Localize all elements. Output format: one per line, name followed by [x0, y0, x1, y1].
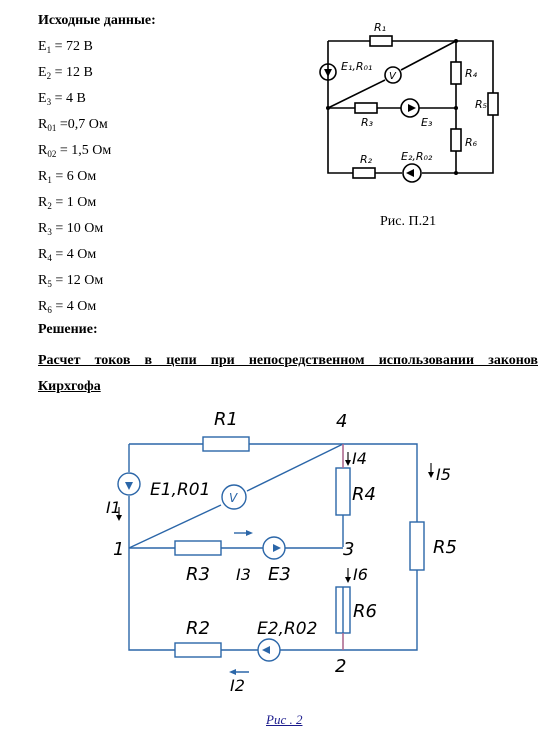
fig2-label-r5: R5: [433, 537, 457, 558]
fig2-label-r3: R3: [186, 564, 210, 585]
fig1-label-e3: E₃: [421, 116, 433, 129]
fig1-label-v: V: [389, 71, 397, 82]
fig2-node-4: 4: [336, 411, 347, 432]
given-e3: E3 = 4 В: [38, 91, 86, 107]
fig2-label-i4: I4: [352, 449, 367, 468]
given-r01: R01 =0,7 Ом: [38, 117, 108, 133]
solution-title: Решение:: [38, 322, 98, 337]
task-heading-line2: Кирхгофа: [38, 379, 101, 394]
given-r2: R2 = 1 Ом: [38, 195, 97, 211]
fig2-label-r6: R6: [353, 601, 377, 622]
fig2-node-3: 3: [343, 539, 354, 560]
fig2-label-r4: R4: [352, 484, 376, 505]
fig1-label-r6: R₆: [465, 136, 478, 149]
fig1-label-r3: R₃: [361, 116, 374, 129]
given-r1: R1 = 6 Ом: [38, 169, 97, 185]
fig1-label-r2: R₂: [360, 153, 373, 166]
fig2-label-i5: I5: [436, 465, 451, 484]
fig2-label-e3: E3: [268, 564, 291, 585]
fig2-node-1: 1: [113, 539, 124, 560]
fig2-label-i3: I3: [236, 565, 251, 584]
given-r4: R4 = 4 Ом: [38, 247, 97, 263]
given-data: Исходные данные: E1 = 72 В E2 = 12 В E3 …: [38, 8, 156, 320]
fig2-label-i2: I2: [230, 676, 245, 695]
fig2-label-r2: R2: [186, 618, 210, 639]
fig2-label-e1r01: E1,R01: [150, 480, 210, 500]
fig2-label-e2r02: E2,R02: [257, 619, 317, 639]
given-e2: E2 = 12 В: [38, 65, 93, 81]
given-title: Исходные данные:: [38, 13, 156, 28]
fig1-label-r4: R₄: [465, 67, 478, 80]
fig1-label-e1r01: E₁,R₀₁: [341, 60, 372, 73]
circuit-diagram-large: R1 4 E1,R01 V I1 I4 I5 R4 R5 1 3 R3 I3 E…: [106, 409, 457, 695]
given-r5: R5 = 12 Ом: [38, 273, 104, 289]
fig2-caption: Рис . 2: [266, 712, 303, 727]
fig1-caption: Рис. П.21: [380, 214, 437, 229]
fig2-label-v: V: [229, 491, 238, 505]
fig2-label-i6: I6: [353, 565, 368, 584]
given-r3: R3 = 10 Ом: [38, 221, 104, 237]
given-r6: R6 = 4 Ом: [38, 299, 97, 315]
circuit-diagram-small: R₁ E₁,R₀₁ V R₄ R₅ R₃ E₃ R₆ R₂ E₂,R₀₂: [319, 21, 499, 183]
given-e1: E1 = 72 В: [38, 39, 93, 55]
fig2-node-2: 2: [335, 656, 346, 677]
fig1-label-r5: R₅: [475, 98, 487, 111]
fig2-label-i1: I1: [106, 498, 121, 517]
fig1-label-e2r02: E₂,R₀₂: [401, 150, 433, 163]
task-heading-line1: Расчет токов в цепи при непосредственном…: [38, 353, 538, 368]
fig2-label-r1: R1: [214, 409, 238, 430]
fig1-label-r1: R₁: [374, 21, 386, 34]
given-r02: R02 = 1,5 Ом: [38, 143, 112, 159]
